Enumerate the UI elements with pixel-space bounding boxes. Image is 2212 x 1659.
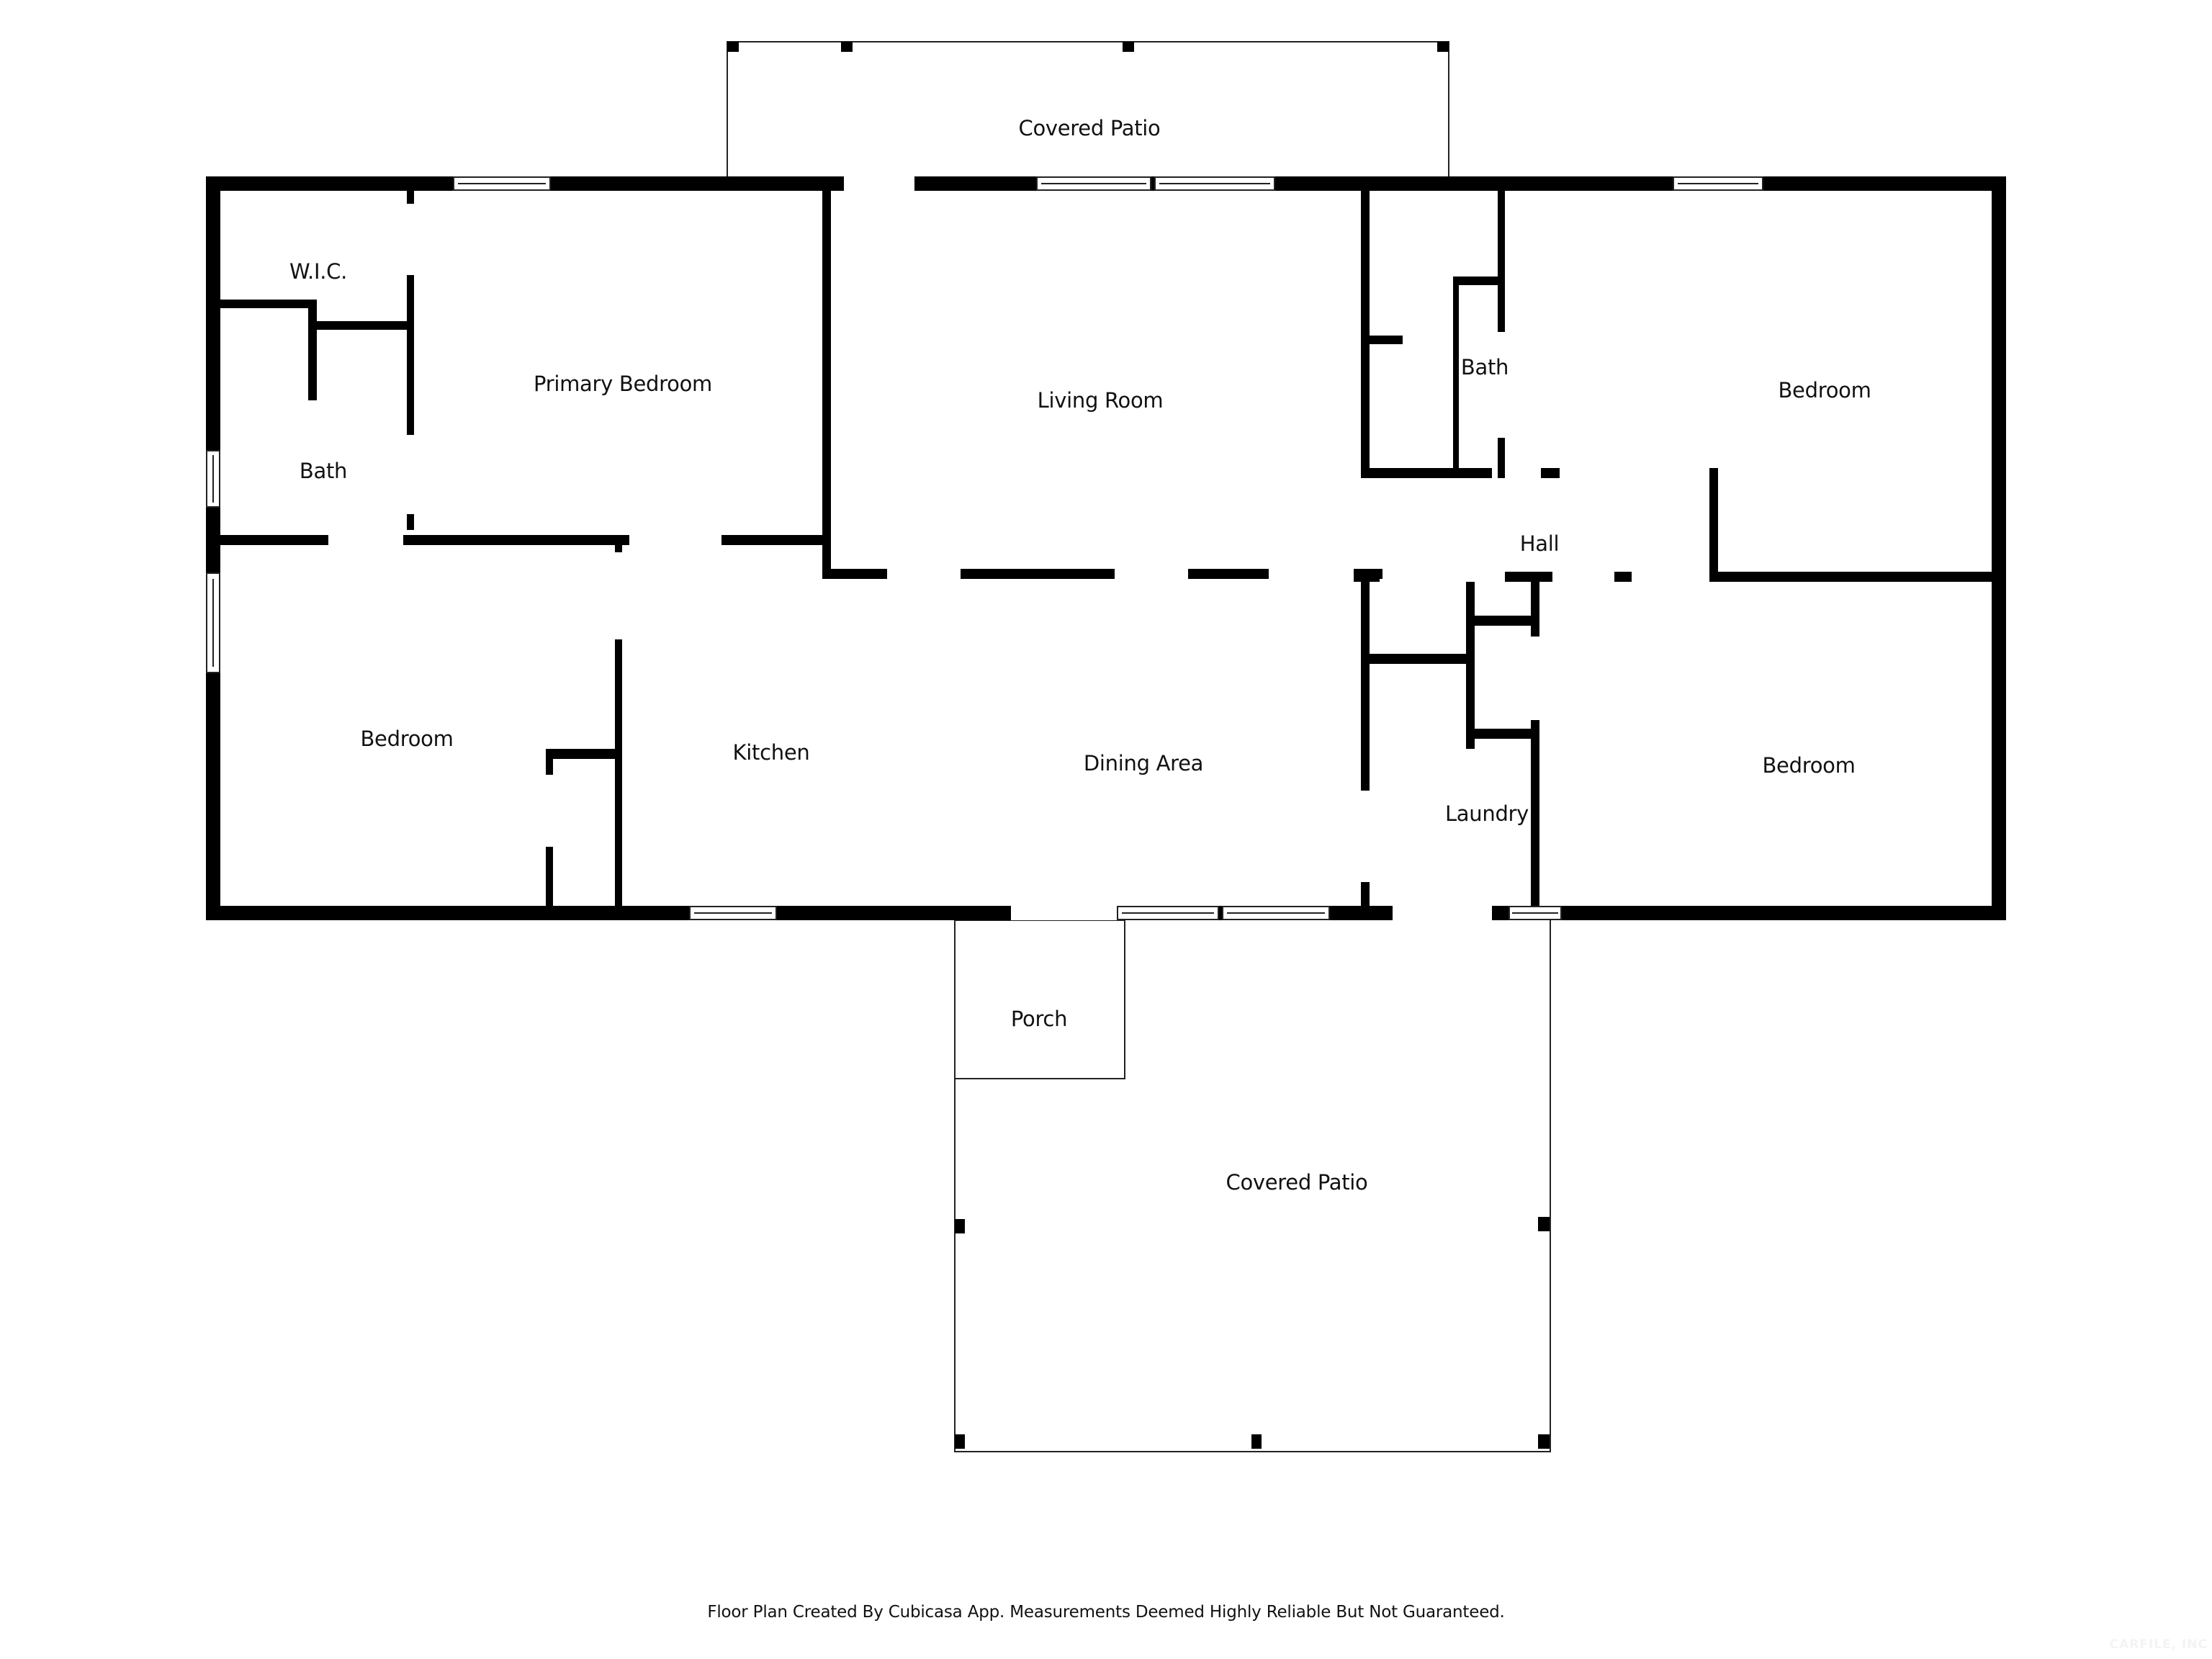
- room-label-covered-patio-top: Covered Patio: [1018, 116, 1161, 140]
- disclaimer-footer: Floor Plan Created By Cubicasa App. Meas…: [707, 1603, 1505, 1622]
- covered-patio-bottom-outline: [954, 920, 1551, 1452]
- window-primary-top: [453, 176, 551, 191]
- window-bedroom-ne-top: [1673, 176, 1763, 191]
- watermark: CARFILE, INC: [2109, 1637, 2208, 1652]
- room-label-bath-right: Bath: [1460, 355, 1509, 379]
- window-living-top: [1036, 176, 1275, 191]
- window-kitchen-bottom: [689, 906, 777, 920]
- covered-patio-top-outline: [727, 41, 1449, 179]
- room-label-covered-patio-bottom: Covered Patio: [1226, 1170, 1368, 1195]
- room-label-bedroom-w: Bedroom: [360, 727, 454, 751]
- window-bath-left: [206, 450, 220, 508]
- window-bedroom-w-left: [206, 572, 220, 673]
- interior-walls: [206, 176, 2006, 920]
- room-label-kitchen: Kitchen: [732, 740, 810, 765]
- room-label-primary-bedroom: Primary Bedroom: [534, 372, 712, 396]
- exterior-walls: [206, 176, 2006, 920]
- window-bedroom-se-bottom: [1509, 906, 1562, 920]
- door-openings: [844, 176, 1492, 920]
- windows: [206, 176, 1763, 920]
- room-label-wic: W.I.C.: [289, 259, 348, 284]
- room-label-bath-left: Bath: [299, 459, 348, 483]
- window-dining-bottom: [1117, 906, 1330, 920]
- room-label-laundry: Laundry: [1444, 801, 1529, 826]
- room-label-living-room: Living Room: [1037, 388, 1164, 413]
- room-label-porch: Porch: [1010, 1007, 1068, 1031]
- room-label-hall: Hall: [1519, 531, 1560, 556]
- room-label-bedroom-se: Bedroom: [1762, 753, 1856, 778]
- porch-outline: [954, 920, 1125, 1079]
- room-label-dining-area: Dining Area: [1083, 751, 1204, 775]
- room-label-bedroom-ne: Bedroom: [1778, 378, 1871, 403]
